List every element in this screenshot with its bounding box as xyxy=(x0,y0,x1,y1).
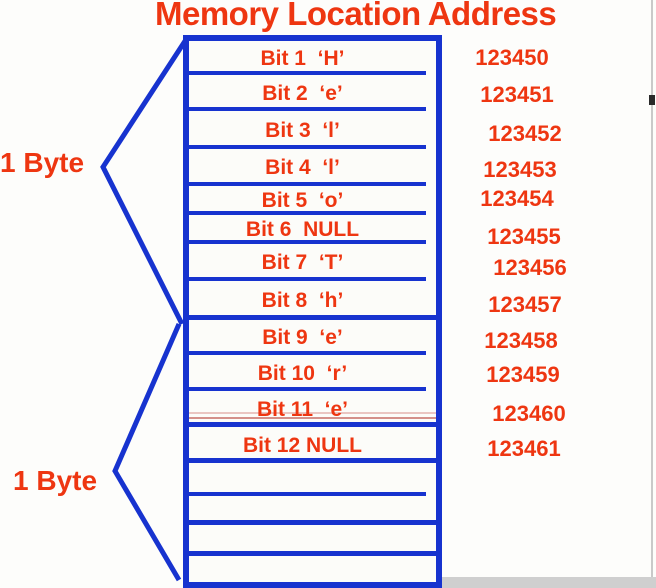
memory-cell-label: Bit 2 ‘e’ xyxy=(262,81,343,105)
address-value: 123453 xyxy=(483,156,557,182)
address-row xyxy=(442,463,612,496)
address-value: 123452 xyxy=(488,121,562,146)
address-value: 123460 xyxy=(492,401,566,426)
cell-divider xyxy=(189,277,426,281)
diagram-title: Memory Location Address xyxy=(155,0,557,33)
memory-cell-row: Bit 5 ‘o’ xyxy=(189,186,436,215)
cell-divider xyxy=(189,520,436,525)
address-value: 123451 xyxy=(480,82,554,107)
memory-location-heading: Memory Location xyxy=(155,0,421,32)
cell-divider xyxy=(189,351,426,355)
memory-cell-row: Bit 6 NULL xyxy=(189,215,436,244)
address-row: 123457 xyxy=(442,281,612,320)
memory-cell-label: Bit 5 ‘o’ xyxy=(261,189,344,212)
cell-divider xyxy=(189,145,426,149)
memory-cell-row xyxy=(189,556,436,582)
memory-cell-label: Bit 6 NULL xyxy=(245,218,360,241)
address-value: 123457 xyxy=(488,291,562,317)
address-row: 123453 xyxy=(442,149,612,186)
memory-cell-label: Bit 11 ‘e’ xyxy=(256,397,349,421)
address-row: 123456 xyxy=(442,244,612,281)
memory-cell-row: Bit 10 ‘r’ xyxy=(189,355,436,391)
memory-cell-label: Bit 4 ‘l’ xyxy=(265,156,340,179)
address-row: 123452 xyxy=(442,111,612,149)
byte-label-bottom: 1 Byte xyxy=(13,465,98,496)
address-heading: Address xyxy=(427,0,557,32)
address-row: 123455 xyxy=(442,215,612,247)
cell-divider xyxy=(189,458,436,463)
cell-divider xyxy=(189,240,426,244)
memory-cell-row: Bit 8 ‘h’ xyxy=(189,281,436,320)
address-row xyxy=(442,496,612,525)
memory-cell-row: Bit 4 ‘l’ xyxy=(189,149,436,186)
byte-brace-top xyxy=(100,36,190,326)
memory-cell-row: Bit 9 ‘e’ xyxy=(189,320,436,355)
address-row: 123451 xyxy=(442,75,612,111)
address-row: 123450 xyxy=(442,41,612,75)
address-value: 123461 xyxy=(487,436,561,461)
address-row: 123458 xyxy=(442,320,612,355)
scan-bottom-strip xyxy=(440,577,656,588)
byte-braces-graphic xyxy=(100,36,190,582)
memory-cell-label: Bit 9 ‘e’ xyxy=(262,326,343,349)
memory-cell-row: Bit 3 ‘l’ xyxy=(189,111,436,149)
memory-table: Bit 1 ‘H’ Bit 2 ‘e’ Bit 3 ‘l’ Bit 4 ‘l’ Bit … xyxy=(183,35,442,588)
memory-cell-label: Bit 7 ‘T’ xyxy=(261,251,344,274)
memory-cell-row: Bit 12 NULL xyxy=(189,427,436,463)
cell-divider xyxy=(189,315,436,320)
address-value: 123450 xyxy=(475,45,549,70)
address-column: 123450 123451 123452 123453 123454 123455 1234… xyxy=(442,41,612,582)
cell-divider xyxy=(189,492,426,496)
memory-cell-row: Bit 1 ‘H’ xyxy=(189,41,436,75)
memory-cell-label: Bit 12 NULL xyxy=(242,433,362,457)
address-row: 123459 xyxy=(442,355,612,391)
address-row: 123454 xyxy=(442,186,612,215)
address-value: 123454 xyxy=(480,185,554,211)
memory-cell-label: Bit 8 ‘h’ xyxy=(261,289,344,312)
address-value: 123458 xyxy=(484,327,558,353)
cell-divider xyxy=(189,182,426,186)
address-value: 123456 xyxy=(493,254,567,280)
memory-cell-row: Bit 7 ‘T’ xyxy=(189,244,436,281)
address-value: 123459 xyxy=(486,362,560,387)
memory-cell-label: Bit 3 ‘l’ xyxy=(265,118,340,142)
scan-edge-line xyxy=(651,0,653,588)
cell-divider xyxy=(189,551,436,556)
byte-brace-bottom xyxy=(112,323,182,582)
cell-divider xyxy=(189,422,436,427)
address-row xyxy=(442,525,612,556)
byte-label-top: 1 Byte xyxy=(0,147,85,178)
address-row: 123461 xyxy=(442,427,612,463)
cell-divider xyxy=(189,211,426,215)
memory-cell-label: Bit 10 ‘r’ xyxy=(257,361,348,385)
address-row: 123460 xyxy=(442,391,612,427)
address-row xyxy=(442,556,612,582)
scan-edge-artifact xyxy=(649,95,655,105)
memory-cell-row: Bit 11 ‘e’ xyxy=(189,391,436,427)
memory-cell-label: Bit 1 ‘H’ xyxy=(260,46,345,70)
cell-divider xyxy=(189,71,426,75)
memory-cell-row: Bit 2 ‘e’ xyxy=(189,75,436,111)
address-value: 123455 xyxy=(487,223,561,249)
cell-divider xyxy=(189,387,426,391)
cell-divider xyxy=(189,107,426,111)
